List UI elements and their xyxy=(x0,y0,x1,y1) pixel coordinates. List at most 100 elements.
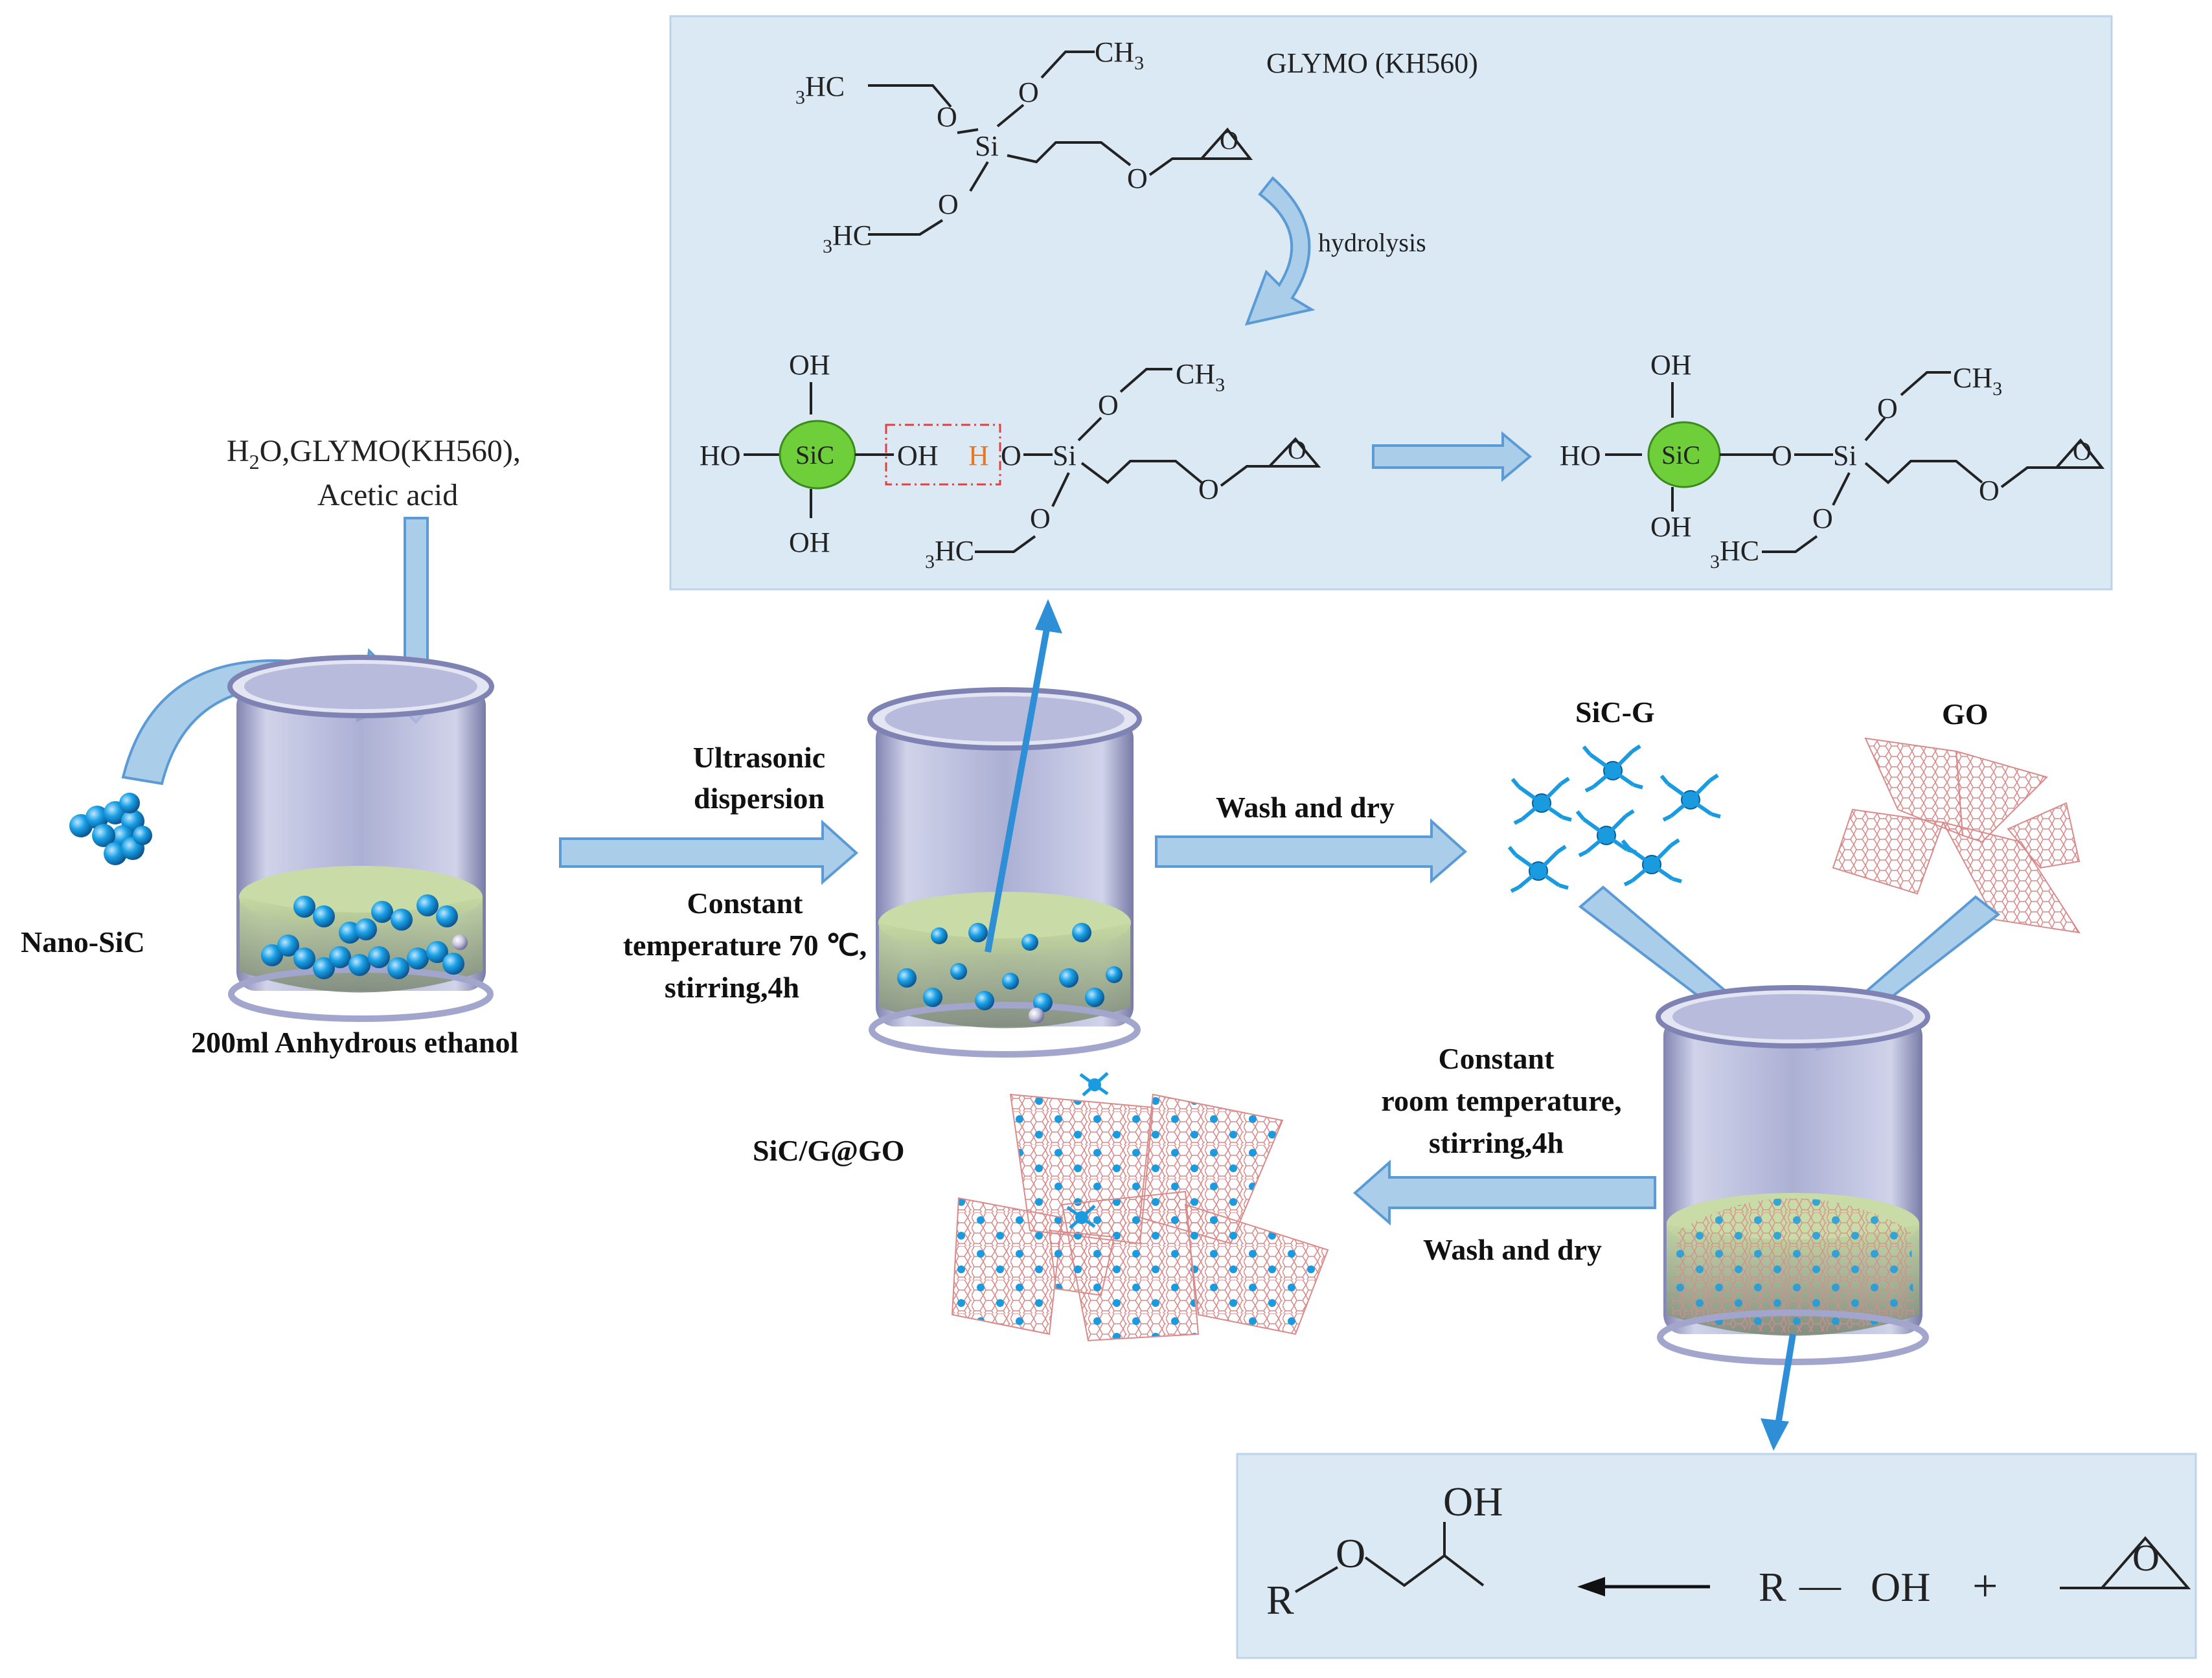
step1-condition-line1: Constant xyxy=(687,887,804,920)
top-reaction-panel xyxy=(669,15,2113,591)
sic-label: SiC xyxy=(795,440,834,470)
bond xyxy=(957,128,979,134)
oxygen-label: O xyxy=(937,101,957,133)
plus-sign: + xyxy=(1972,1561,1998,1611)
bond xyxy=(1080,460,1203,484)
h-highlight-label: H xyxy=(968,440,989,471)
reagents-label-line2: Acetic acid xyxy=(317,478,458,512)
beaker-2-to-panel-line xyxy=(985,621,1051,953)
sicg-particles xyxy=(1507,744,1721,893)
step3-wash-label: Wash and dry xyxy=(1423,1233,1602,1266)
go-label: GO xyxy=(1942,697,1989,731)
si-label: Si xyxy=(975,130,999,162)
bond xyxy=(1119,368,1172,393)
h3c-label: 3HC xyxy=(823,220,872,257)
bond xyxy=(1051,472,1070,507)
oh-label: OH xyxy=(789,349,830,381)
oxygen-label: O xyxy=(1098,389,1119,421)
glymo-name: GLYMO (KH560) xyxy=(1266,47,1478,79)
oxygen-label: O xyxy=(2073,437,2092,466)
bond xyxy=(1364,1554,1485,1587)
step2-label: Wash and dry xyxy=(1216,791,1395,824)
epoxide-structure xyxy=(2060,1536,2191,1589)
sic-label: SiC xyxy=(1661,440,1700,470)
bond-dash: — xyxy=(1799,1561,1841,1607)
r-group-label: R xyxy=(1759,1564,1786,1610)
beaker-3 xyxy=(1656,985,1930,1365)
ho-label: HO xyxy=(700,440,741,471)
bond xyxy=(2000,466,2057,488)
oxygen-label: O xyxy=(2132,1537,2160,1579)
top-reaction-arrow xyxy=(1372,431,1533,482)
si-label: Si xyxy=(1053,440,1077,471)
bond xyxy=(1007,141,1132,166)
beaker-2-to-panel-arrowhead xyxy=(1035,599,1062,633)
bond xyxy=(1864,416,1886,442)
ring-opening-reaction: R O OH R — OH + O xyxy=(1266,1479,2191,1623)
bond xyxy=(1294,1566,1339,1593)
product-label: SiC/G@GO xyxy=(753,1134,905,1167)
oxygen-label: O xyxy=(1030,503,1051,534)
reagents-label: H2O,GLYMO(KH560), xyxy=(227,434,521,473)
oh-label: OH xyxy=(1650,511,1692,543)
bond xyxy=(868,84,952,108)
step3-label-line3: stirring,4h xyxy=(1429,1126,1564,1159)
oxygen-label: O xyxy=(1336,1530,1365,1576)
oh-label: OH xyxy=(1443,1479,1503,1525)
oxygen-label: O xyxy=(938,188,959,220)
ch3-label: CH3 xyxy=(1176,358,1225,396)
sicg-go-product xyxy=(951,1072,1329,1342)
oxygen-label: O xyxy=(1018,76,1039,108)
hydrolysis-arrow xyxy=(1244,176,1316,326)
hydrolysis-label: hydrolysis xyxy=(1318,228,1426,257)
dispersed-sic-particles xyxy=(897,923,1123,1023)
oh-label: OH xyxy=(897,440,939,471)
bond xyxy=(1148,157,1202,176)
step3-arrow xyxy=(1352,1159,1656,1226)
step1-label-line1: Ultrasonic xyxy=(693,741,825,774)
epoxide-ring xyxy=(2053,438,2105,469)
bottom-reaction-panel xyxy=(1236,1453,2197,1659)
oxygen-label: O xyxy=(1812,503,1833,534)
oxygen-label: O xyxy=(1979,475,2000,506)
bond xyxy=(969,161,989,192)
bond xyxy=(1220,465,1270,487)
oxygen-label: O xyxy=(1001,440,1021,471)
go-sheets xyxy=(1832,737,2081,934)
hydroxyl-label: OH xyxy=(1871,1564,1930,1610)
condensation-highlight-box xyxy=(885,424,1001,486)
oxygen-label: O xyxy=(1772,440,1792,471)
ho-label: HO xyxy=(1560,440,1601,471)
glymo-structure: 3HC O Si O CH3 O O O 3HC GLYMO (KH560) xyxy=(795,36,1478,257)
ch3-label: CH3 xyxy=(1095,36,1144,74)
sic-silane-product: OH HO SiC OH O Si O CH3 O O O 3HC xyxy=(1560,349,2105,573)
beaker-3-to-panel-arrowhead xyxy=(1761,1418,1789,1451)
sic-hydroxyl-reactant: OH HO SiC OH OH H O Si O CH3 O O O 3HC xyxy=(700,349,1321,573)
step3-label-line1: Constant xyxy=(1439,1042,1555,1075)
bond xyxy=(1040,51,1095,79)
oxygen-label: O xyxy=(1220,126,1238,155)
nano-sic-label: Nano-SiC xyxy=(21,925,145,958)
step1-condition-line2: temperature 70 ℃, xyxy=(623,929,867,962)
sicg-label: SiC-G xyxy=(1575,696,1655,729)
bond xyxy=(1900,371,1951,396)
ch3-label: CH3 xyxy=(1953,362,2002,400)
bond xyxy=(975,535,1036,553)
oh-label: OH xyxy=(789,527,830,558)
epoxide-ring xyxy=(1198,127,1253,160)
step1-condition-line3: stirring,4h xyxy=(665,971,799,1004)
r-group-label: R xyxy=(1266,1577,1294,1623)
epoxide-ring xyxy=(1266,437,1321,468)
oxygen-label: O xyxy=(1288,435,1306,464)
sic-particles-in-beaker-1 xyxy=(261,894,468,979)
si-label: Si xyxy=(1833,440,1857,471)
nano-sic-particles xyxy=(69,793,152,865)
step3-label-line2: room temperature, xyxy=(1381,1084,1621,1117)
bond xyxy=(996,104,1025,128)
bond xyxy=(1762,535,1818,553)
oh-label: OH xyxy=(1650,349,1692,381)
step2-arrow xyxy=(1155,818,1468,884)
beaker-3-to-panel-line xyxy=(1775,1333,1796,1425)
